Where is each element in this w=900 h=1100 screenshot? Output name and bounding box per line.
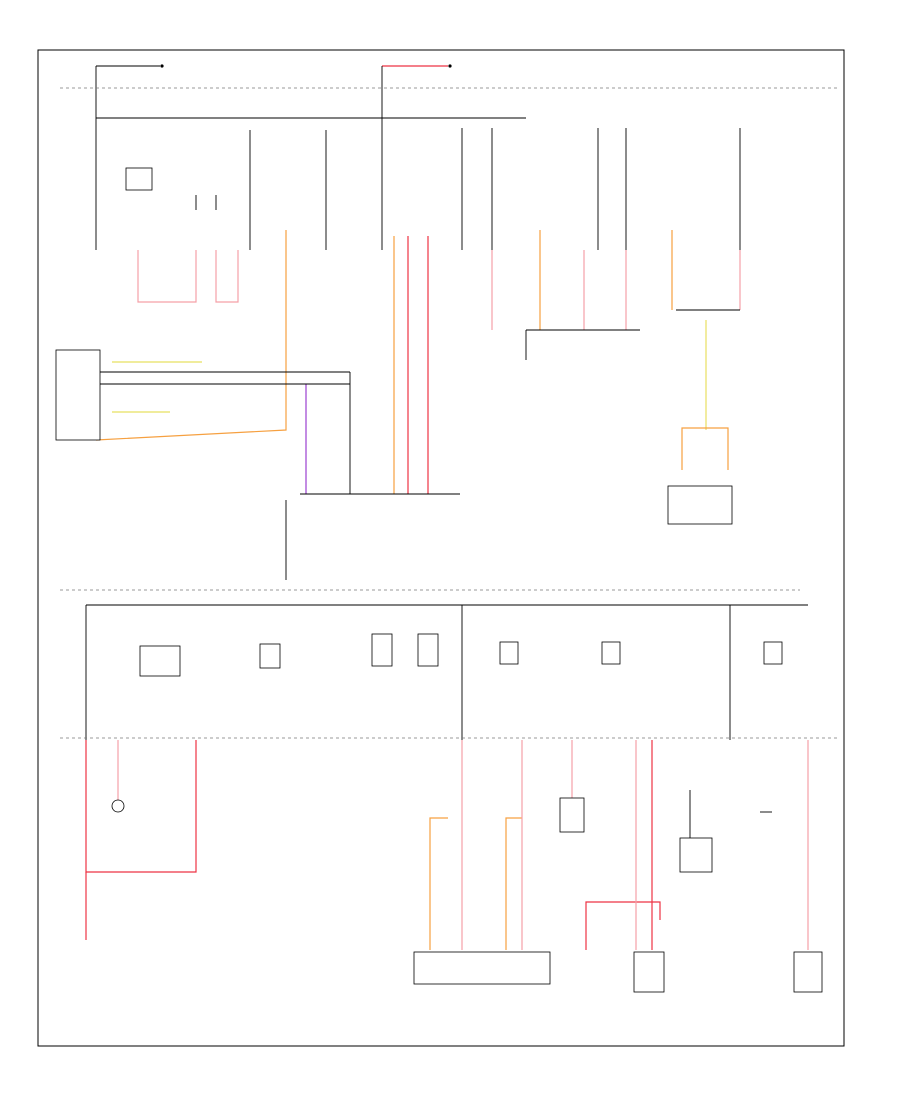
lower-components [111,790,823,993]
upper-fuse-columns [125,128,741,250]
lower-wires [85,740,809,950]
lower-fuse-columns [85,605,783,740]
upper-wires [95,230,741,494]
upper-components [55,309,740,580]
top-power-feeds [60,64,840,250]
diagram-frame [37,49,845,1047]
